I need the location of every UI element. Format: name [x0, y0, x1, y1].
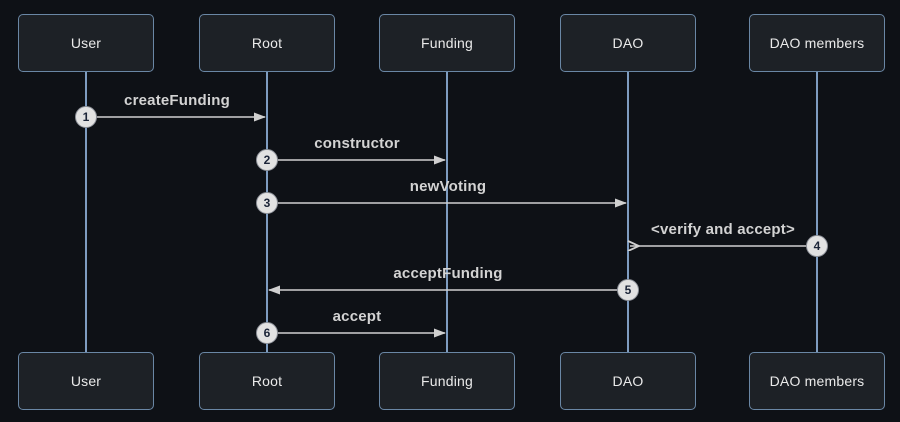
actor-label-funding: Funding	[421, 35, 473, 51]
message-label-new-voting: newVoting	[409, 178, 487, 195]
message-number-badge-2: 2	[256, 149, 278, 171]
actor-box-dao-members-bottom: DAO members	[749, 352, 885, 410]
actor-label-user: User	[70, 373, 102, 389]
actor-box-user-top: User	[18, 14, 154, 72]
actor-box-root-top: Root	[199, 14, 335, 72]
actor-box-dao-members-top: DAO members	[749, 14, 885, 72]
actor-box-dao-top: DAO	[560, 14, 696, 72]
message-label-create-funding: createFunding	[124, 92, 230, 109]
actor-label-dao: DAO	[612, 35, 644, 51]
actor-label-user: User	[70, 35, 102, 51]
actor-label-dao-members: DAO members	[769, 35, 865, 51]
actor-label-root: Root	[251, 35, 283, 51]
message-number-badge-3: 3	[256, 192, 278, 214]
message-label-verify-and-accept: <verify and accept>	[651, 221, 795, 238]
message-number-badge-4: 4	[806, 235, 828, 257]
message-number-badge-5: 5	[617, 279, 639, 301]
actor-label-root: Root	[251, 373, 283, 389]
message-number-badge-1: 1	[75, 106, 97, 128]
actor-box-root-bottom: Root	[199, 352, 335, 410]
message-number-badge-6: 6	[256, 322, 278, 344]
message-label-accept: accept	[332, 308, 382, 325]
actor-box-dao-bottom: DAO	[560, 352, 696, 410]
actor-box-user-bottom: User	[18, 352, 154, 410]
actor-label-dao: DAO	[612, 373, 644, 389]
actor-label-funding: Funding	[421, 373, 473, 389]
message-label-accept-funding: acceptFunding	[393, 265, 503, 282]
message-label-constructor: constructor	[314, 135, 400, 152]
actor-box-funding-bottom: Funding	[379, 352, 515, 410]
actor-label-dao-members: DAO members	[769, 373, 865, 389]
actor-box-funding-top: Funding	[379, 14, 515, 72]
